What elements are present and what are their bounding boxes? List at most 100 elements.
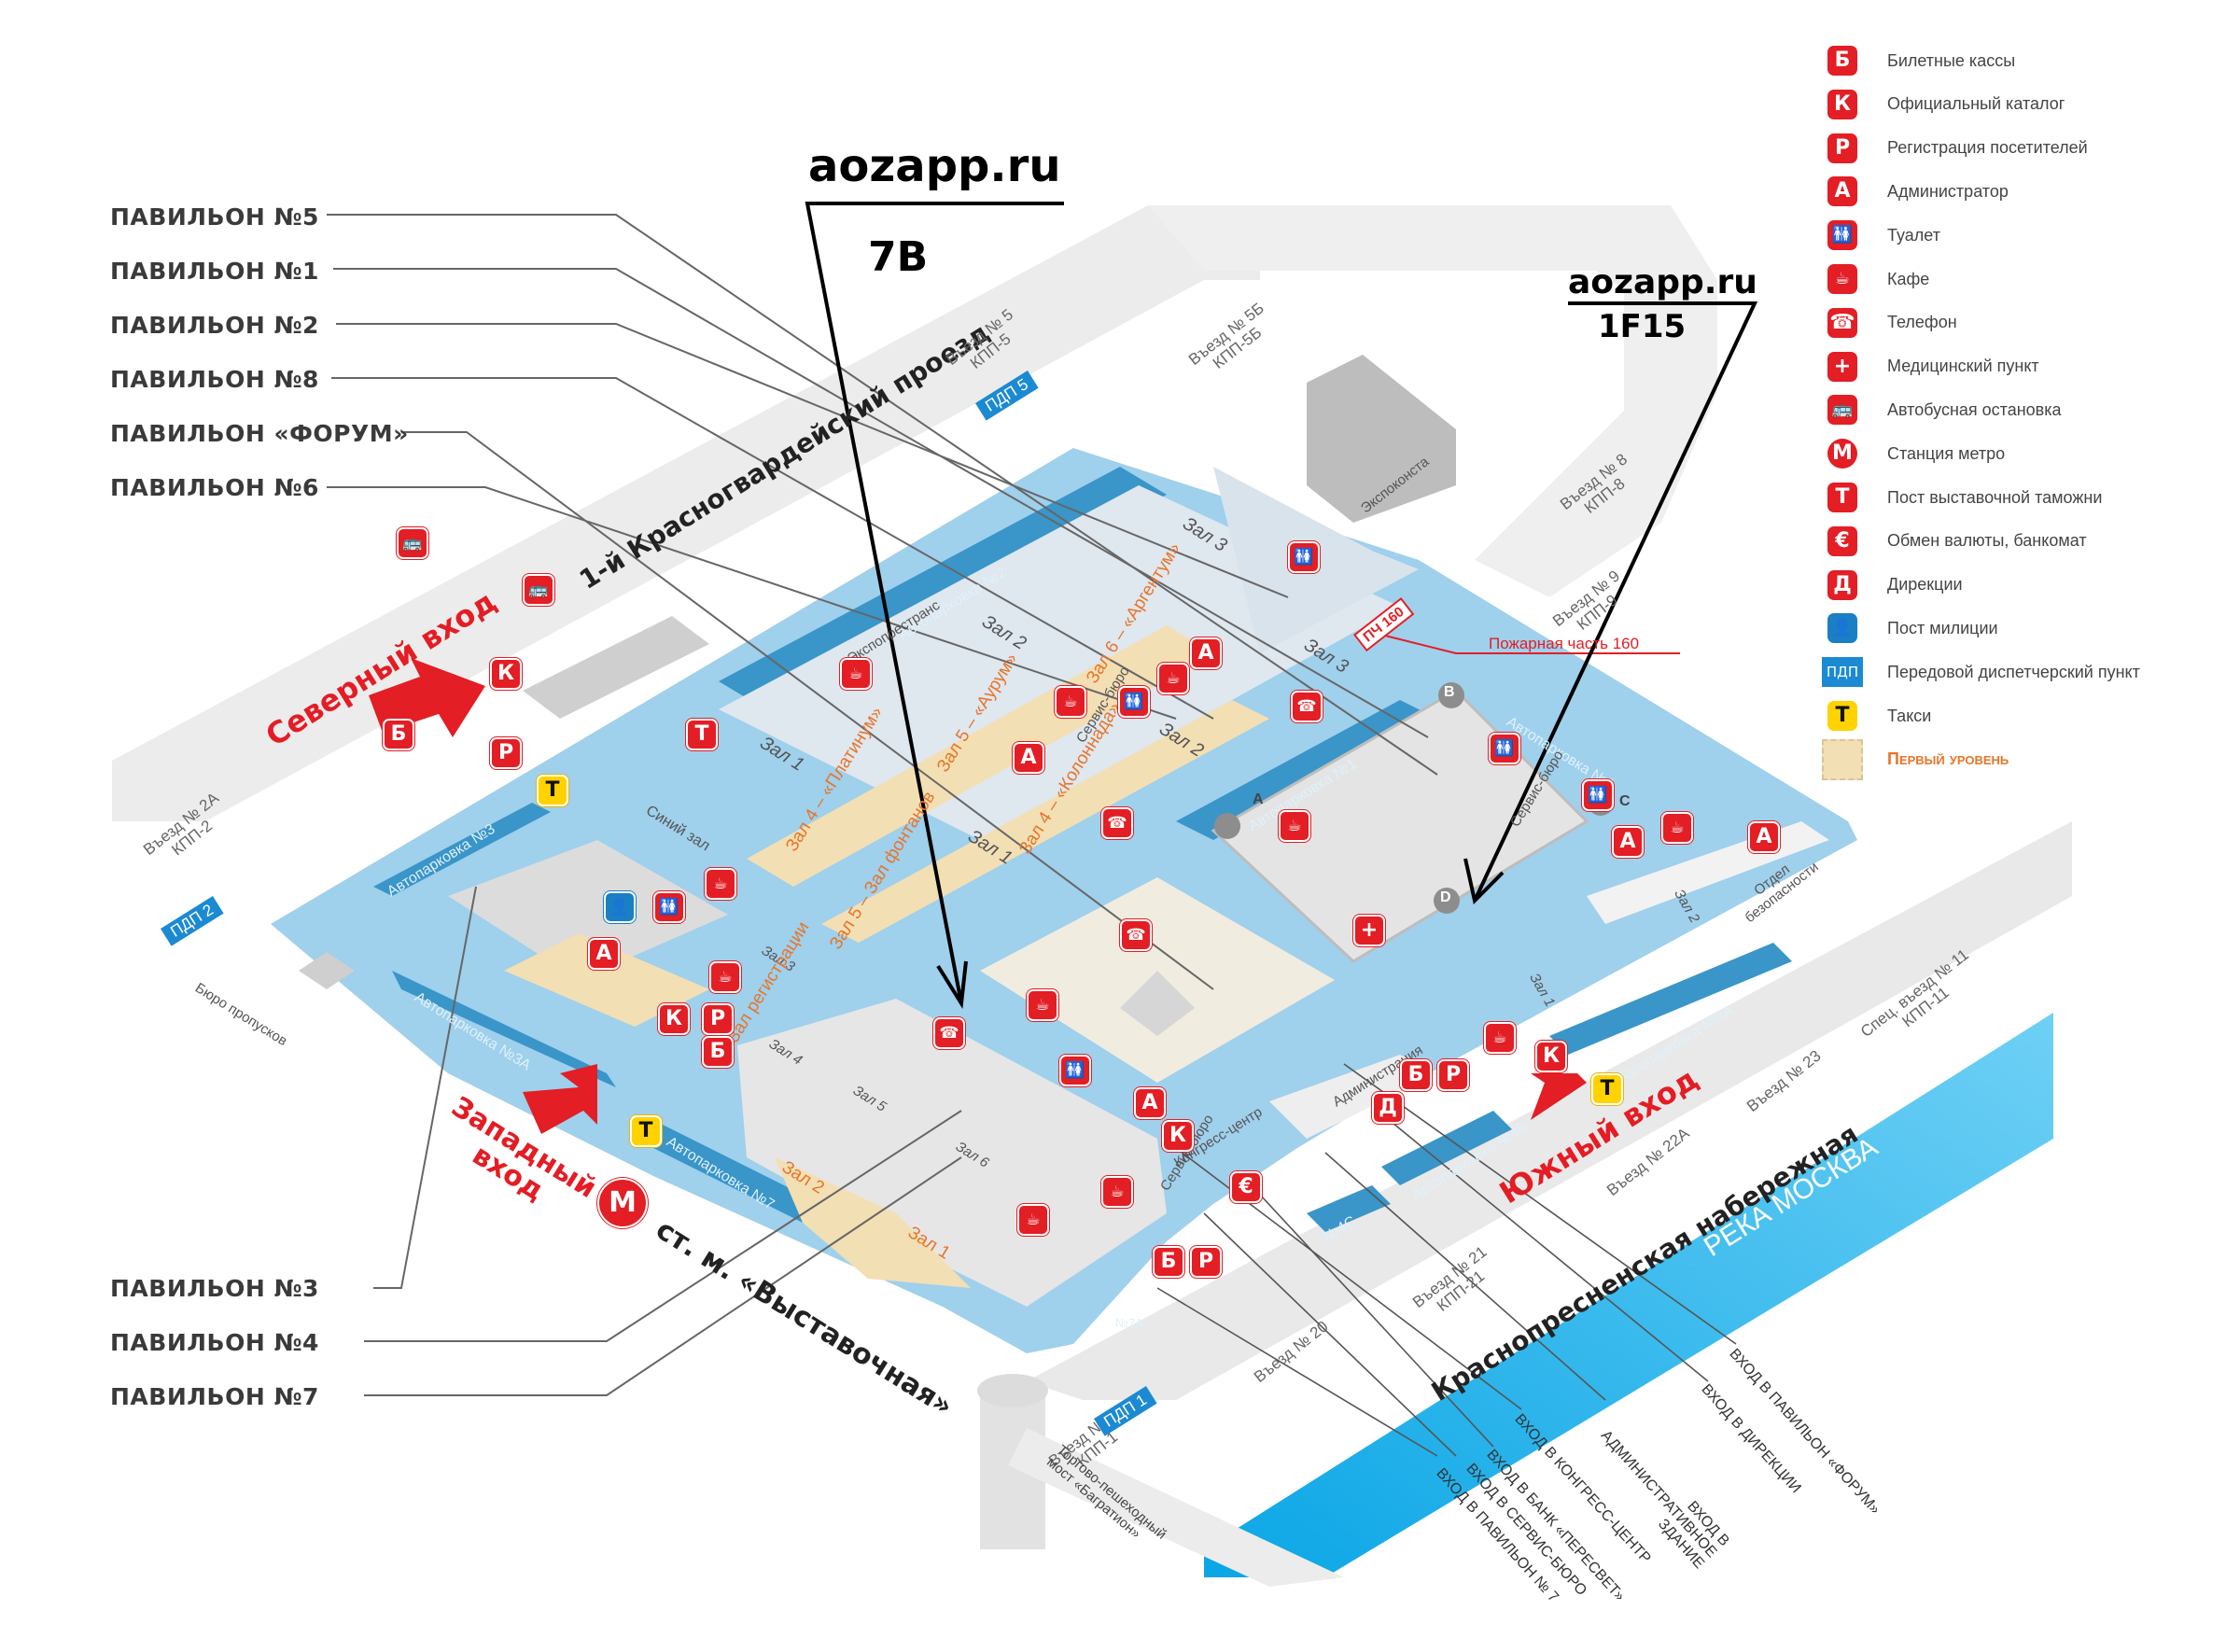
legend-item: €Обмен валюты, банкомат bbox=[1820, 525, 2087, 557]
taxi-icon[interactable]: Т bbox=[1591, 1073, 1623, 1105]
legend-item: ☕Кафе bbox=[1820, 263, 1929, 295]
catalog-icon[interactable]: К bbox=[1535, 1041, 1567, 1072]
catalog-icon[interactable]: К bbox=[1162, 1120, 1194, 1152]
pavilion-label-8: ПАВИЛЬОН №8 bbox=[110, 366, 319, 393]
cafe-icon[interactable]: ☕ bbox=[1017, 1204, 1049, 1236]
cafe-icon[interactable]: ☕ bbox=[1027, 989, 1058, 1021]
toilet-icon[interactable]: 🚻 bbox=[1288, 541, 1320, 573]
currency-exchange-icon[interactable]: € bbox=[1230, 1171, 1262, 1203]
parking-3 bbox=[373, 803, 551, 896]
cafe-icon[interactable]: ☕ bbox=[1279, 810, 1310, 842]
toilet-icon[interactable]: 🚻 bbox=[1489, 733, 1520, 764]
parking-4a bbox=[1549, 943, 1792, 1055]
ticket-office-icon[interactable]: Б bbox=[1153, 1246, 1184, 1278]
police-icon: 👤 bbox=[1827, 613, 1857, 644]
administration-building bbox=[1269, 1055, 1437, 1139]
ticket-office-icon[interactable]: Б bbox=[383, 719, 414, 750]
parking-3a bbox=[392, 971, 616, 1087]
annotation-code-1f15: 1F15 bbox=[1598, 308, 1687, 345]
annotation-arrows bbox=[805, 202, 1758, 1009]
pavilion-label-forum: ПАВИЛЬОН «ФОРУМ» bbox=[110, 420, 409, 447]
legend-item: 🚌Автобусная остановка bbox=[1820, 394, 2062, 426]
registration-icon[interactable]: Р bbox=[490, 737, 522, 769]
legend-label: Медицинский пункт bbox=[1887, 357, 2039, 376]
telephone-icon[interactable]: ☎ bbox=[1120, 919, 1152, 951]
telephone-icon[interactable]: ☎ bbox=[933, 1017, 965, 1049]
customs-icon: Т bbox=[1827, 483, 1857, 512]
administrator-icon[interactable]: А bbox=[1013, 742, 1044, 774]
administrator-icon[interactable]: А bbox=[1190, 637, 1222, 669]
river bbox=[1204, 1013, 2053, 1577]
bus-stop-icon: 🚌 bbox=[1827, 395, 1857, 426]
annotation-site-2: aozapp.ru bbox=[1568, 263, 1757, 301]
toilet-icon[interactable]: 🚻 bbox=[1582, 779, 1614, 811]
taxi-icon[interactable]: Т bbox=[537, 775, 568, 806]
metro-icon[interactable]: М bbox=[597, 1178, 648, 1228]
cafe-icon[interactable]: ☕ bbox=[709, 961, 741, 993]
customs-icon[interactable]: Т bbox=[686, 719, 718, 750]
toilet-icon[interactable]: 🚻 bbox=[1059, 1055, 1091, 1086]
north-road bbox=[112, 205, 1260, 821]
annotation-site-1: aozapp.ru bbox=[808, 140, 1061, 192]
dispatch-point-icon: ПДП bbox=[1822, 657, 1863, 688]
ticket-office-icon[interactable]: Б bbox=[1400, 1059, 1432, 1091]
cafe-icon[interactable]: ☕ bbox=[840, 658, 872, 690]
registration-icon[interactable]: Р bbox=[702, 1003, 734, 1035]
taxi-icon[interactable]: Т bbox=[630, 1115, 662, 1147]
south-entrance-arrow bbox=[1531, 1073, 1587, 1120]
directorate-icon: Д bbox=[1827, 569, 1857, 600]
directorate-icon[interactable]: Д bbox=[1372, 1092, 1404, 1124]
toilet-icon[interactable]: 🚻 bbox=[1118, 686, 1150, 718]
legend-label: Первый уровень bbox=[1887, 749, 2009, 769]
medical-icon[interactable]: + bbox=[1353, 915, 1385, 946]
legend-label: Такси bbox=[1887, 706, 1932, 725]
level1-strip-south bbox=[821, 700, 1269, 943]
ticket-office-icon: Б bbox=[1827, 46, 1857, 76]
toilet-icon[interactable]: 🚻 bbox=[653, 891, 685, 923]
administrator-icon[interactable]: А bbox=[588, 938, 620, 970]
cafe-icon[interactable]: ☕ bbox=[705, 868, 736, 900]
bus-stop-icon[interactable]: 🚌 bbox=[397, 527, 428, 559]
registration-icon: Р bbox=[1827, 133, 1857, 163]
service-road-loop bbox=[1148, 205, 1717, 597]
telephone-icon[interactable]: ☎ bbox=[1101, 807, 1133, 839]
pavilion-label-5: ПАВИЛЬОН №5 bbox=[110, 203, 319, 231]
legend-item: ☎Телефон bbox=[1820, 307, 1957, 339]
cafe-icon[interactable]: ☕ bbox=[1661, 812, 1693, 844]
legend-label: Телефон bbox=[1887, 313, 1957, 332]
ticket-office-icon[interactable]: Б bbox=[702, 1036, 734, 1068]
parking-label-7a: №7А bbox=[1115, 1316, 1143, 1330]
police-icon[interactable]: 👤 bbox=[604, 891, 636, 923]
registration-icon[interactable]: Р bbox=[1190, 1246, 1222, 1278]
administrator-icon[interactable]: А bbox=[1134, 1087, 1166, 1119]
cafe-icon[interactable]: ☕ bbox=[1055, 686, 1086, 718]
bus-stop-icon[interactable]: 🚌 bbox=[523, 574, 554, 606]
north-entrance-arrow bbox=[369, 658, 485, 737]
expoconsta-building bbox=[1307, 355, 1456, 523]
taxi-icon: Т bbox=[1827, 701, 1857, 731]
forum-corner-b: B bbox=[1444, 684, 1455, 700]
legend-item: 👤Пост милиции bbox=[1820, 612, 1998, 644]
medical-icon: + bbox=[1827, 351, 1857, 382]
annotation-code-7b: 7B bbox=[868, 233, 929, 281]
registration-icon[interactable]: Р bbox=[1437, 1059, 1469, 1091]
administrator-icon[interactable]: А bbox=[1612, 826, 1644, 858]
administrator-icon[interactable]: А bbox=[1748, 821, 1780, 853]
pavilion-label-1: ПАВИЛЬОН №1 bbox=[110, 258, 319, 285]
telephone-icon[interactable]: ☎ bbox=[1291, 691, 1323, 722]
catalog-icon[interactable]: К bbox=[658, 1003, 690, 1035]
legend-label: Администратор bbox=[1887, 181, 2009, 201]
catalog-icon[interactable]: К bbox=[490, 658, 522, 690]
cafe-icon[interactable]: ☕ bbox=[1157, 663, 1189, 694]
cafe-icon[interactable]: ☕ bbox=[1484, 1022, 1516, 1054]
first-level-swatch bbox=[1822, 738, 1863, 780]
legend-label: Передовой диспетчерский пункт bbox=[1887, 662, 2140, 681]
forum-corner-d: D bbox=[1440, 889, 1451, 905]
legend-label: Пост выставочной таможни bbox=[1887, 487, 2103, 507]
cafe-icon[interactable]: ☕ bbox=[1101, 1176, 1133, 1208]
